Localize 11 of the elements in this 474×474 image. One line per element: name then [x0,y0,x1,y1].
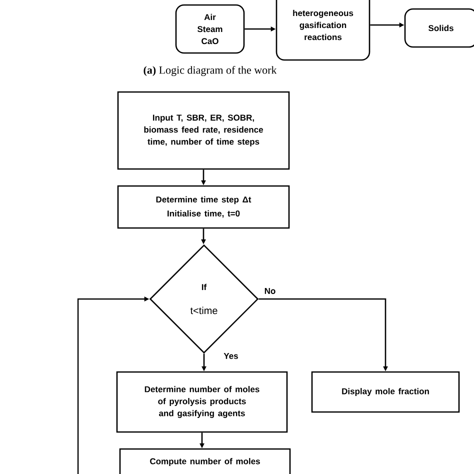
process-box: heterogeneous gasification reactions [276,0,370,61]
process-box: Display mole fraction [311,371,460,413]
process-box: Air Steam CaO [175,4,245,54]
process-box: Compute number of moles [119,448,291,474]
edge-label: Yes [222,352,240,360]
process-box: Input T, SBR, ER, SOBR, biomass feed rate, residence time, number of time steps [117,91,290,170]
process-box: Determine number of moles of pyrolysis products and gasifying agents [116,371,288,433]
process-box: Solids [404,8,474,48]
edge-label: No [263,287,277,295]
caption: (a) Logic diagram of the work [144,66,277,76]
process-box: Determine time step Δt Initialise time, t=0 [117,185,290,229]
